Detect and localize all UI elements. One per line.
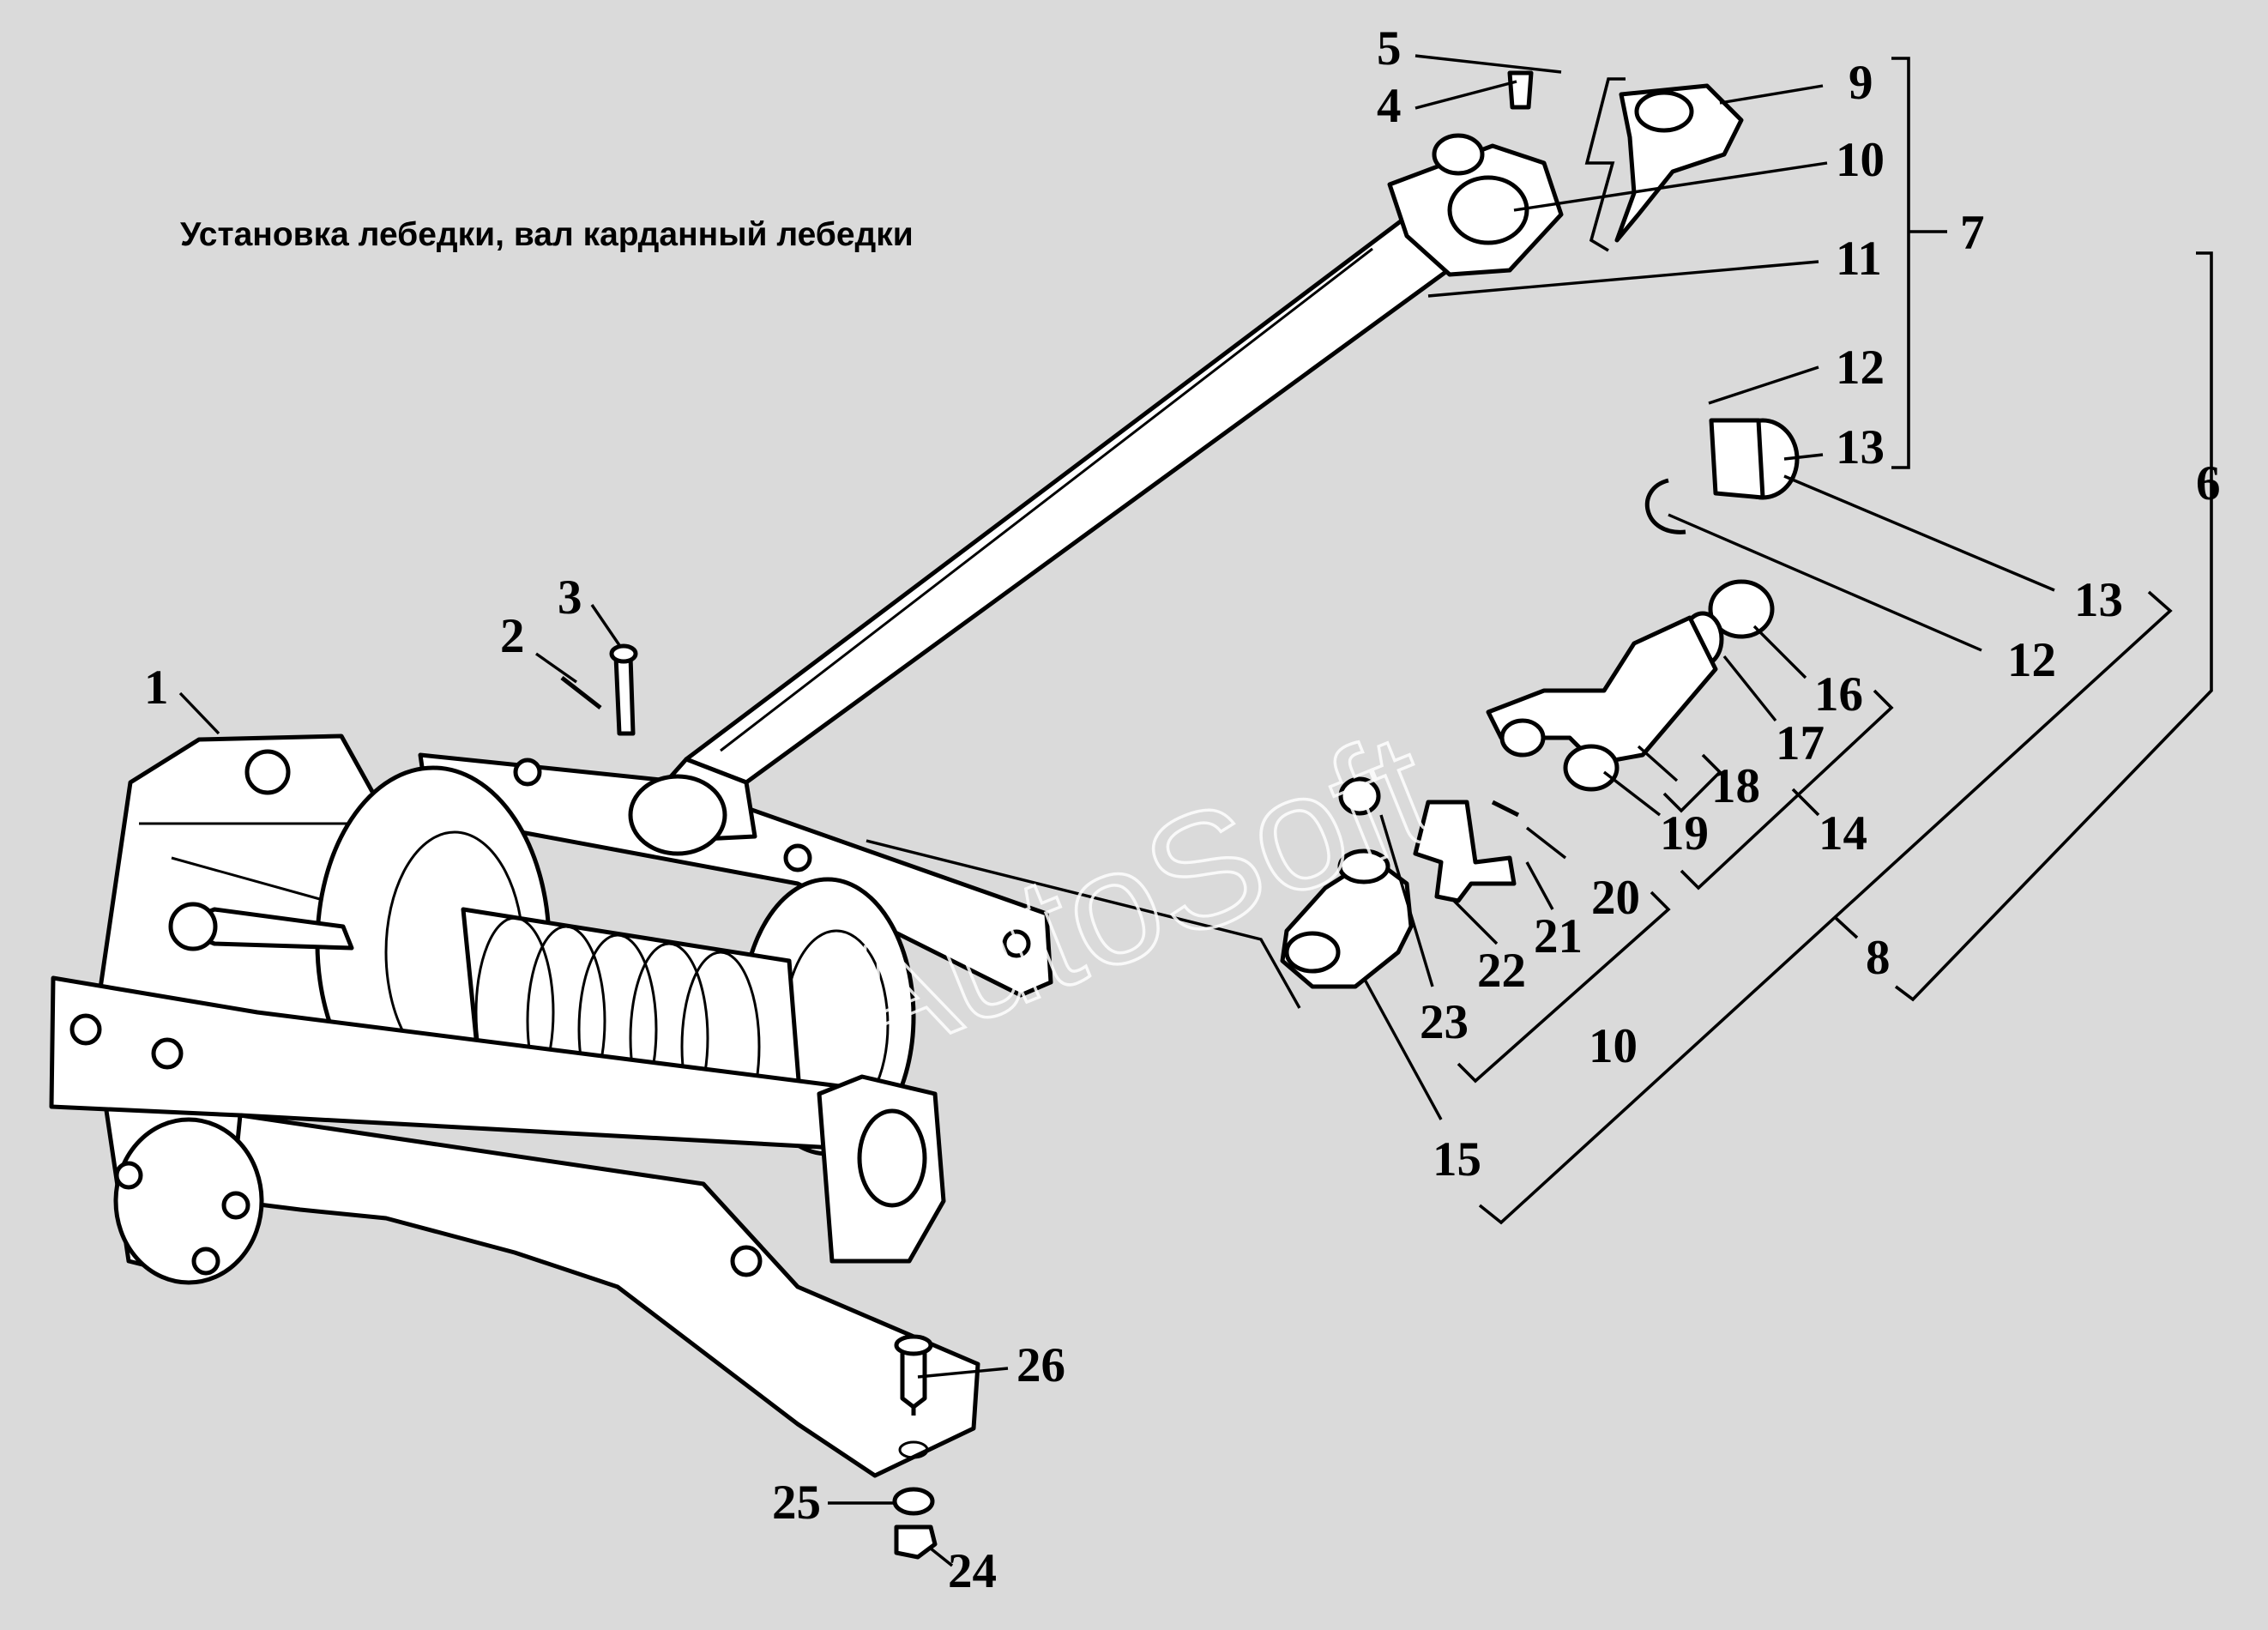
bearing-23 (1338, 776, 1381, 816)
grease-fitting (1507, 70, 1534, 110)
winch-filler-cap (244, 749, 291, 795)
callout-3: 3 (558, 570, 582, 625)
bracket-9-10 (1584, 77, 1626, 252)
callout-7: 7 (1960, 206, 1985, 260)
callout-6: 6 (2196, 456, 2221, 510)
callout-16: 16 (1814, 667, 1863, 721)
callout-15: 15 (1433, 1132, 1481, 1186)
bracket-7 (1891, 57, 1947, 469)
callout-22: 22 (1477, 944, 1526, 998)
callout-numbers: 1 2 3 4 5 6 7 8 9 10 10 10 11 12 12 13 1… (144, 21, 2221, 1598)
fitting-20 (1491, 800, 1520, 818)
nut-24 (894, 1524, 938, 1560)
bracket-10-lower (1457, 890, 1671, 1084)
callout-23: 23 (1420, 995, 1469, 1049)
callout-1: 1 (144, 661, 169, 715)
callout-5: 5 (1377, 21, 1402, 75)
winch-mounting-foot (229, 1113, 980, 1478)
callout-25: 25 (772, 1476, 821, 1530)
callout-26: 26 (1016, 1338, 1065, 1392)
callout-12-top: 12 (1836, 341, 1885, 395)
winch-end-cover (113, 1117, 264, 1285)
cardan-cross-cap (1447, 175, 1529, 245)
callout-24: 24 (948, 1544, 997, 1598)
callout-13-top: 13 (1836, 420, 1885, 474)
seal-16 (1708, 579, 1775, 639)
callout-18: 18 (1711, 759, 1760, 813)
bracket-6 (1894, 251, 2213, 1002)
watermark: AutoSoft (810, 697, 1457, 1101)
callout-14: 14 (1819, 806, 1867, 860)
diagram-title: Установка лебедки, вал карданный лебедки (180, 216, 914, 253)
cotter-2 (560, 676, 602, 709)
bracket-8 (1478, 590, 2173, 1225)
callout-4: 4 (1377, 79, 1402, 133)
callout-12-bottom: 12 (2007, 633, 2056, 687)
winch-bracket-bushing (857, 1108, 927, 1208)
bracket-18-19 (1662, 753, 1722, 813)
sleeve-yoke-18 (1486, 615, 1718, 766)
winch-assembly (49, 734, 1053, 1478)
callout-21: 21 (1534, 909, 1583, 963)
grouping-brackets (1457, 57, 2213, 1225)
bracket-14 (1680, 689, 1894, 890)
callout-20: 20 (1591, 871, 1640, 925)
washer-25 (892, 1487, 935, 1516)
callout-10-top: 10 (1836, 133, 1885, 187)
callout-10-mid: 10 (1589, 1019, 1638, 1073)
callout-19: 19 (1660, 806, 1709, 860)
leader-lines (178, 54, 2055, 1567)
cross-21 (1413, 800, 1517, 903)
cardan-rear-yoke (628, 774, 727, 856)
callout-9: 9 (1849, 56, 1873, 110)
pin-3 (613, 654, 636, 736)
cardan-shaft-tube (684, 208, 1457, 785)
small-parts (560, 70, 1800, 1560)
cardan-shaft (628, 133, 1564, 856)
callout-8: 8 (1866, 931, 1891, 985)
callout-13-bottom: 13 (2074, 573, 2123, 627)
callout-2: 2 (500, 609, 525, 663)
callout-17: 17 (1776, 716, 1825, 770)
snap-ring-12 (1644, 478, 1686, 534)
callout-11: 11 (1836, 232, 1882, 286)
